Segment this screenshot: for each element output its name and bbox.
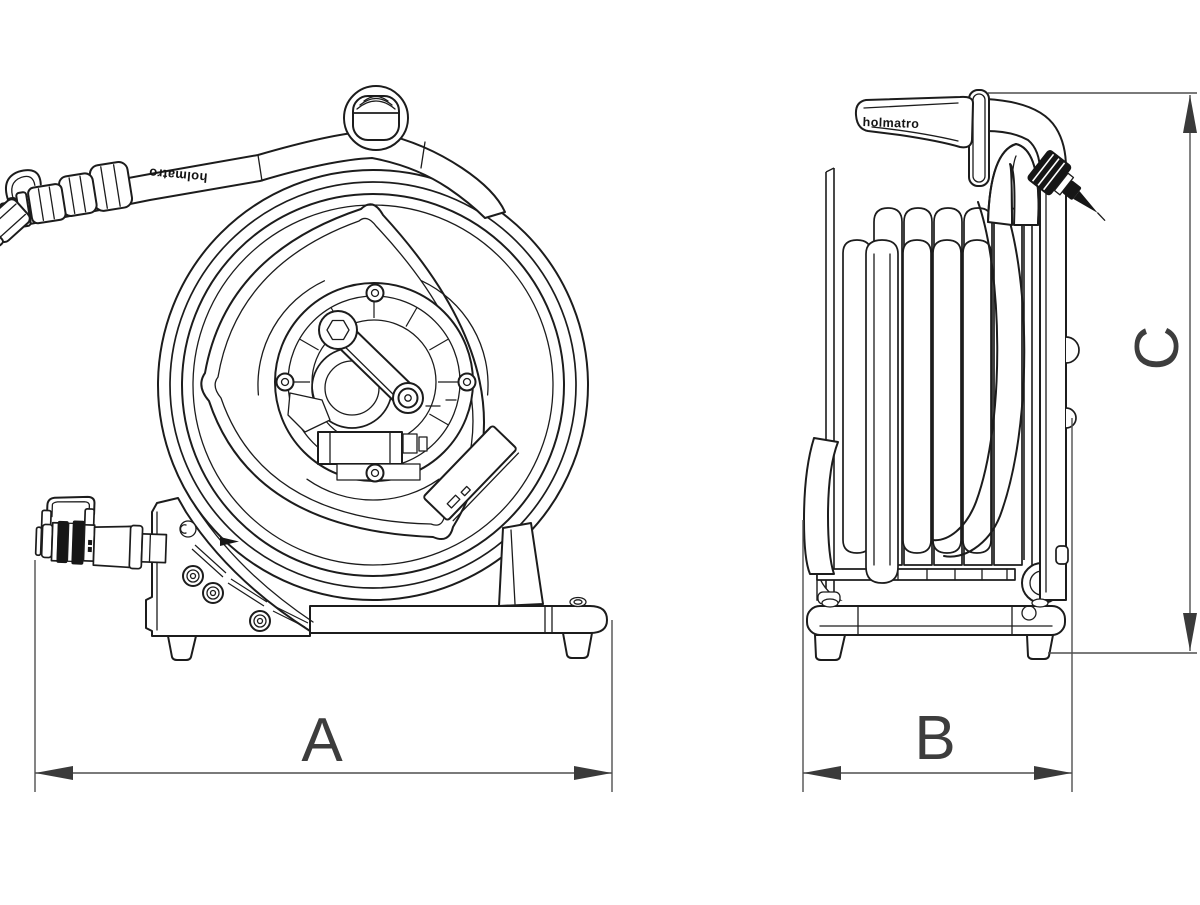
locking-ring-black bbox=[56, 520, 69, 564]
base-tube bbox=[309, 605, 608, 634]
base-detail-ring bbox=[1021, 605, 1037, 621]
indicator-arrow bbox=[220, 537, 239, 546]
pivot-bolt bbox=[179, 520, 197, 538]
arrowhead-top bbox=[1183, 95, 1197, 133]
arrowhead-left bbox=[35, 766, 73, 780]
bracket-slots bbox=[191, 544, 309, 628]
base-cap bbox=[821, 598, 839, 608]
locking-ring-black bbox=[71, 520, 85, 565]
side-base bbox=[806, 598, 1066, 661]
frame-tube bbox=[985, 98, 1080, 601]
label-plate bbox=[423, 425, 520, 522]
hub-assembly bbox=[274, 282, 520, 522]
handle-grip bbox=[854, 95, 974, 149]
crank-handle bbox=[318, 310, 424, 414]
foot bbox=[167, 635, 197, 661]
dimension-a: A bbox=[34, 560, 613, 792]
front-hose-brand-text: holmatro bbox=[148, 165, 208, 185]
bail-wire bbox=[4, 169, 42, 205]
cap-screw bbox=[569, 596, 587, 608]
carry-handle: holmatro bbox=[854, 89, 990, 187]
needle-tip bbox=[1073, 191, 1098, 213]
hub-screws bbox=[275, 283, 477, 483]
coupler-bail bbox=[45, 495, 96, 519]
quick-coupler bbox=[34, 495, 168, 570]
arrowhead-right bbox=[574, 766, 612, 780]
bleeder-valve bbox=[1027, 150, 1106, 221]
dimension-c: C bbox=[988, 92, 1197, 654]
carry-knob bbox=[343, 85, 409, 151]
arrowhead-bottom bbox=[1183, 613, 1197, 651]
reel-drum bbox=[157, 169, 589, 601]
side-view: holmatro bbox=[803, 89, 1106, 661]
crank-boss bbox=[318, 310, 358, 350]
hose-coil-front-row bbox=[842, 239, 992, 584]
frame-clip bbox=[1065, 407, 1077, 429]
dimension-b: B bbox=[802, 418, 1073, 792]
base-cap bbox=[1031, 598, 1049, 608]
dimension-label-b: B bbox=[914, 704, 955, 773]
bracket-bolts bbox=[182, 565, 271, 632]
foot bbox=[814, 634, 846, 661]
hose-outlet: holmatro bbox=[0, 130, 506, 247]
side-handle-brand-text: holmatro bbox=[862, 115, 919, 131]
elbow-fitting bbox=[0, 198, 31, 247]
dimension-label-c: C bbox=[1123, 326, 1192, 371]
front-view: holmatro bbox=[0, 85, 608, 661]
foot bbox=[562, 632, 593, 659]
foot bbox=[1026, 634, 1054, 660]
mount-bracket bbox=[145, 497, 314, 661]
support-post bbox=[498, 522, 544, 607]
arrowhead-left bbox=[803, 766, 841, 780]
face-cutout-arc bbox=[420, 280, 489, 396]
hex-nut bbox=[326, 319, 350, 341]
crank-pin bbox=[392, 382, 424, 414]
low-hose-loop bbox=[865, 239, 899, 584]
frame-clip bbox=[1065, 336, 1080, 364]
pawl-lever bbox=[287, 392, 331, 433]
frame-clip bbox=[1055, 545, 1069, 565]
arrowhead-right bbox=[1034, 766, 1072, 780]
front-base bbox=[145, 497, 608, 661]
face-cutout-arc bbox=[306, 478, 440, 501]
dimension-label-a: A bbox=[301, 706, 343, 775]
face-cutout-arc bbox=[257, 280, 326, 396]
coil-platform bbox=[816, 568, 1016, 581]
